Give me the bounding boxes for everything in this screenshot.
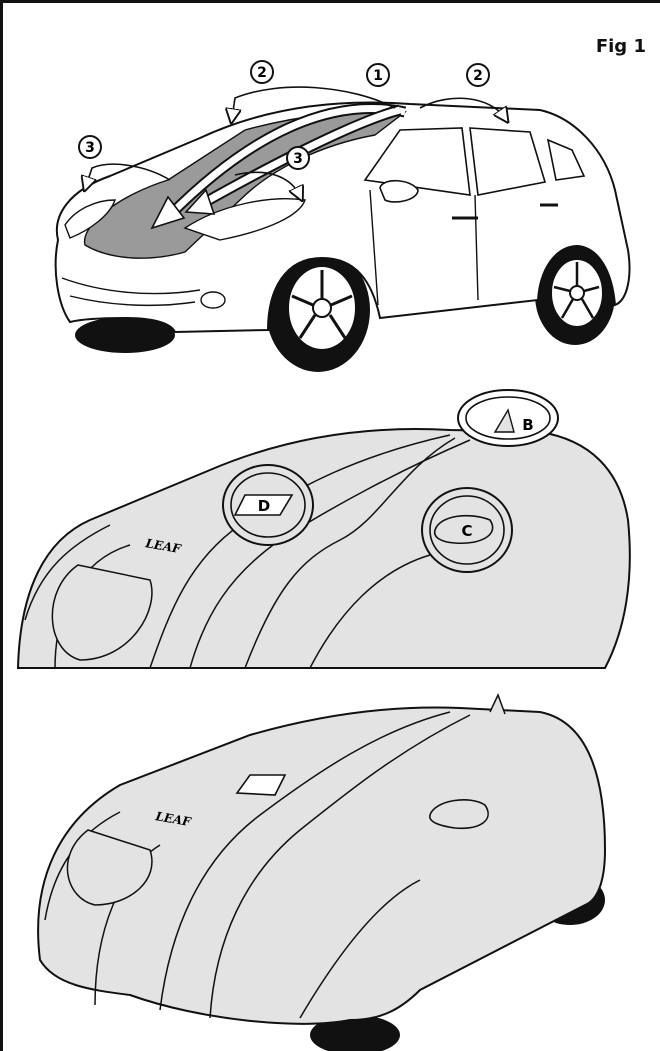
callout-d: D [223, 465, 313, 545]
step-3-marker-right: 3 [287, 147, 309, 169]
svg-text:3: 3 [85, 140, 95, 156]
antenna-tip [490, 695, 505, 714]
side-mirror [380, 181, 418, 202]
cover-detail-illustration: LEAF D C B [18, 390, 630, 668]
callout-b: B [458, 390, 558, 446]
fog-light [201, 292, 225, 308]
step-2-marker-right: 2 [467, 64, 489, 86]
svg-text:B: B [522, 416, 533, 434]
svg-text:3: 3 [293, 151, 303, 167]
step-3-marker-left: 3 [79, 136, 101, 158]
step-2-marker-left: 2 [251, 61, 273, 83]
svg-text:2: 2 [473, 68, 483, 84]
step-1-marker: 1 [367, 64, 389, 86]
cover-installed-illustration: LEAF [38, 695, 605, 1051]
svg-text:D: D [258, 497, 270, 515]
svg-text:1: 1 [373, 68, 383, 84]
svg-text:C: C [461, 522, 472, 540]
svg-text:2: 2 [257, 65, 267, 81]
callout-c: C [422, 488, 512, 572]
car-illustration: 1 2 2 3 3 [56, 61, 630, 372]
